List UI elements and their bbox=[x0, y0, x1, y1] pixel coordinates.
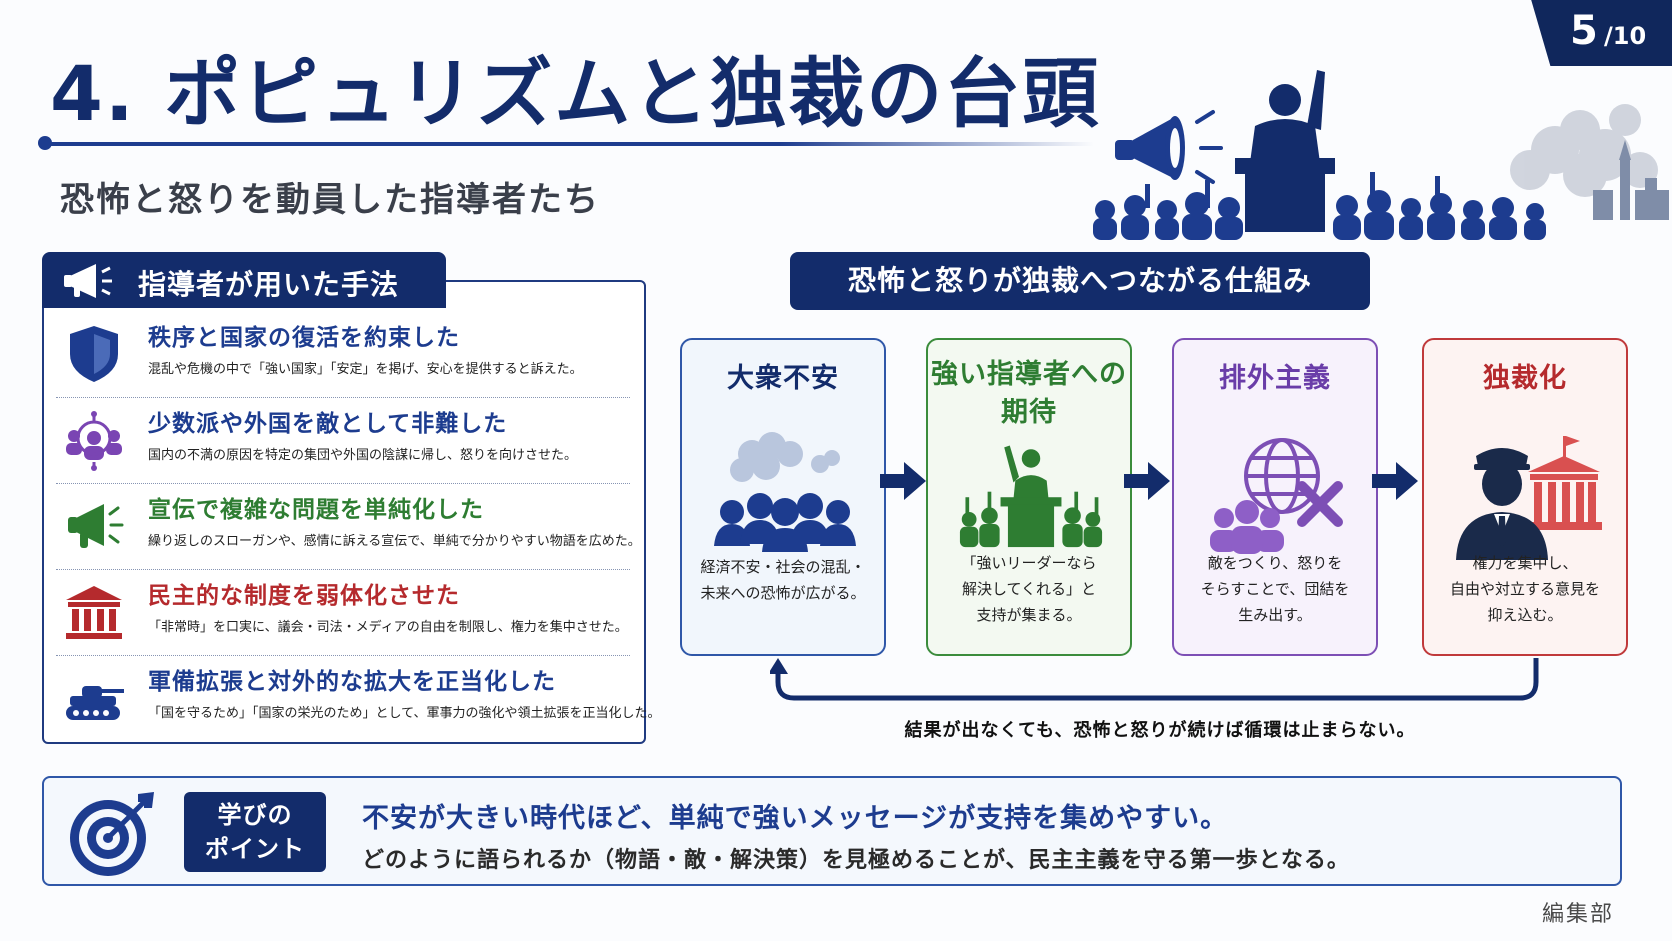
method-description: 国内の不満の原因を特定の集団や外国の陰謀に帰し、怒りを向けさせた。 bbox=[148, 448, 578, 463]
target-icon bbox=[70, 792, 154, 876]
methods-panel bbox=[42, 280, 646, 744]
method-title: 秩序と国家の復活を約束した bbox=[148, 325, 460, 351]
page-total: /10 bbox=[1604, 22, 1647, 50]
method-divider bbox=[56, 569, 630, 570]
method-item: 民主的な制度を弱体化させた 「非常時」を口実に、議会・司法・メディアの自由を制限… bbox=[56, 570, 630, 656]
step-dictatorship: 独裁化 権力を集中し、 自由や対立する意見を 抑え込む。 bbox=[1422, 338, 1628, 656]
editor-credit: 編集部 bbox=[1541, 902, 1614, 927]
methods-panel-title: 指導者が用いた手法 bbox=[138, 268, 400, 301]
learning-point-main: 不安が大きい時代ほど、単純で強いメッセージが支持を集めやすい。 bbox=[362, 803, 1229, 834]
page-number-badge: 5 /10 bbox=[1531, 0, 1672, 66]
method-item: 軍備拡張と対外的な拡大を正当化した 「国を守るため」「国家の栄光のため」として、… bbox=[56, 656, 660, 742]
method-title: 少数派や外国を敵として非難した bbox=[148, 411, 508, 437]
tank-icon bbox=[66, 686, 124, 720]
arrow-right-icon bbox=[1124, 462, 1170, 500]
step-strong-leader: 強い指導者への 期待 「強いリーダーなら 解決してくれる」と 支持が集まる。 bbox=[926, 338, 1132, 656]
learning-point-label: 学びの ポイント bbox=[184, 792, 326, 872]
megaphone-icon bbox=[68, 504, 124, 548]
target-people-icon bbox=[66, 411, 122, 471]
step-xenophobia: 排外主義 敵をつくり、怒りを そらすことで、団結を 生み出す。 bbox=[1172, 338, 1378, 656]
globe-exclusion-icon bbox=[1210, 438, 1343, 554]
step-description: 「強いリーダーなら 解決してくれる」と 支持が集まる。 bbox=[961, 554, 1097, 624]
step-title: 排外主義 bbox=[1219, 363, 1331, 394]
method-description: 混乱や危機の中で「強い国家」「安定」を掲げ、安心を提供すると訴えた。 bbox=[148, 362, 583, 377]
title-rule bbox=[44, 142, 1094, 146]
step-description: 権力を集中し、 自由や対立する意見を 抑え込む。 bbox=[1449, 554, 1600, 624]
institution-icon bbox=[66, 586, 122, 639]
learning-point-box: 学びの ポイント 不安が大きい時代ほど、単純で強いメッセージが支持を集めやすい。… bbox=[42, 776, 1622, 886]
dictator-icon bbox=[1456, 436, 1602, 560]
leader-podium-icon bbox=[959, 445, 1103, 548]
method-divider bbox=[56, 397, 630, 398]
learning-point-sub: どのように語られるか（物語・敵・解決策）を見極めることが、民主主義を守る第一歩と… bbox=[362, 848, 1350, 873]
anxious-crowd-icon bbox=[714, 432, 856, 552]
megaphone-icon bbox=[64, 264, 112, 298]
method-description: 繰り返しのスローガンや、感情に訴える宣伝で、単純で分かりやすい物語を広めた。 bbox=[148, 534, 641, 549]
method-title: 軍備拡張と対外的な拡大を正当化した bbox=[148, 669, 556, 695]
method-item: 秩序と国家の復活を約束した 混乱や危機の中で「強い国家」「安定」を掲げ、安心を提… bbox=[56, 312, 630, 398]
method-title: 民主的な制度を弱体化させた bbox=[148, 583, 460, 609]
method-description: 「非常時」を口実に、議会・司法・メディアの自由を制限し、権力を集中させた。 bbox=[148, 620, 628, 635]
page-subtitle: 恐怖と怒りを動員した指導者たち bbox=[60, 180, 600, 220]
method-item: 宣伝で複雑な問題を単純化した 繰り返しのスローガンや、感情に訴える宣伝で、単純で… bbox=[56, 484, 641, 570]
arrow-right-icon bbox=[880, 462, 926, 500]
step-description: 敵をつくり、怒りを そらすことで、団結を 生み出す。 bbox=[1200, 554, 1350, 624]
method-description: 「国を守るため」「国家の栄光のため」として、軍事力の強化や領土拡張を正当化した。 bbox=[148, 706, 661, 721]
method-divider bbox=[56, 655, 630, 656]
arrow-right-icon bbox=[1372, 462, 1418, 500]
step-description: 経済不安・社会の混乱・ 未来への恐怖が広がる。 bbox=[700, 558, 866, 602]
step-title: 独裁化 bbox=[1483, 363, 1567, 394]
mechanism-header: 恐怖と怒りが独裁へつながる仕組み bbox=[790, 252, 1370, 310]
step-title: 強い指導者への 期待 bbox=[931, 359, 1127, 428]
step-mass-anxiety: 大衆不安 経済不安・社会の混乱・ 未来への恐怖が広がる。 bbox=[680, 338, 886, 656]
method-divider bbox=[56, 483, 630, 484]
method-title: 宣伝で複雑な問題を単純化した bbox=[148, 497, 484, 523]
method-item: 少数派や外国を敵として非難した 国内の不満の原因を特定の集団や外国の陰謀に帰し、… bbox=[56, 398, 630, 484]
page-current: 5 bbox=[1570, 8, 1598, 54]
shield-icon bbox=[70, 326, 118, 382]
cycle-return-arrow bbox=[770, 658, 1539, 701]
page-title: 4. ポピュリズムと独裁の台頭 bbox=[50, 49, 1101, 138]
crowd-orator-illustration bbox=[1093, 70, 1669, 240]
cycle-note: 結果が出なくても、恐怖と怒りが続けば循環は止まらない。 bbox=[904, 720, 1416, 741]
step-title: 大衆不安 bbox=[727, 363, 839, 394]
methods-panel-header: 指導者が用いた手法 bbox=[42, 252, 446, 308]
